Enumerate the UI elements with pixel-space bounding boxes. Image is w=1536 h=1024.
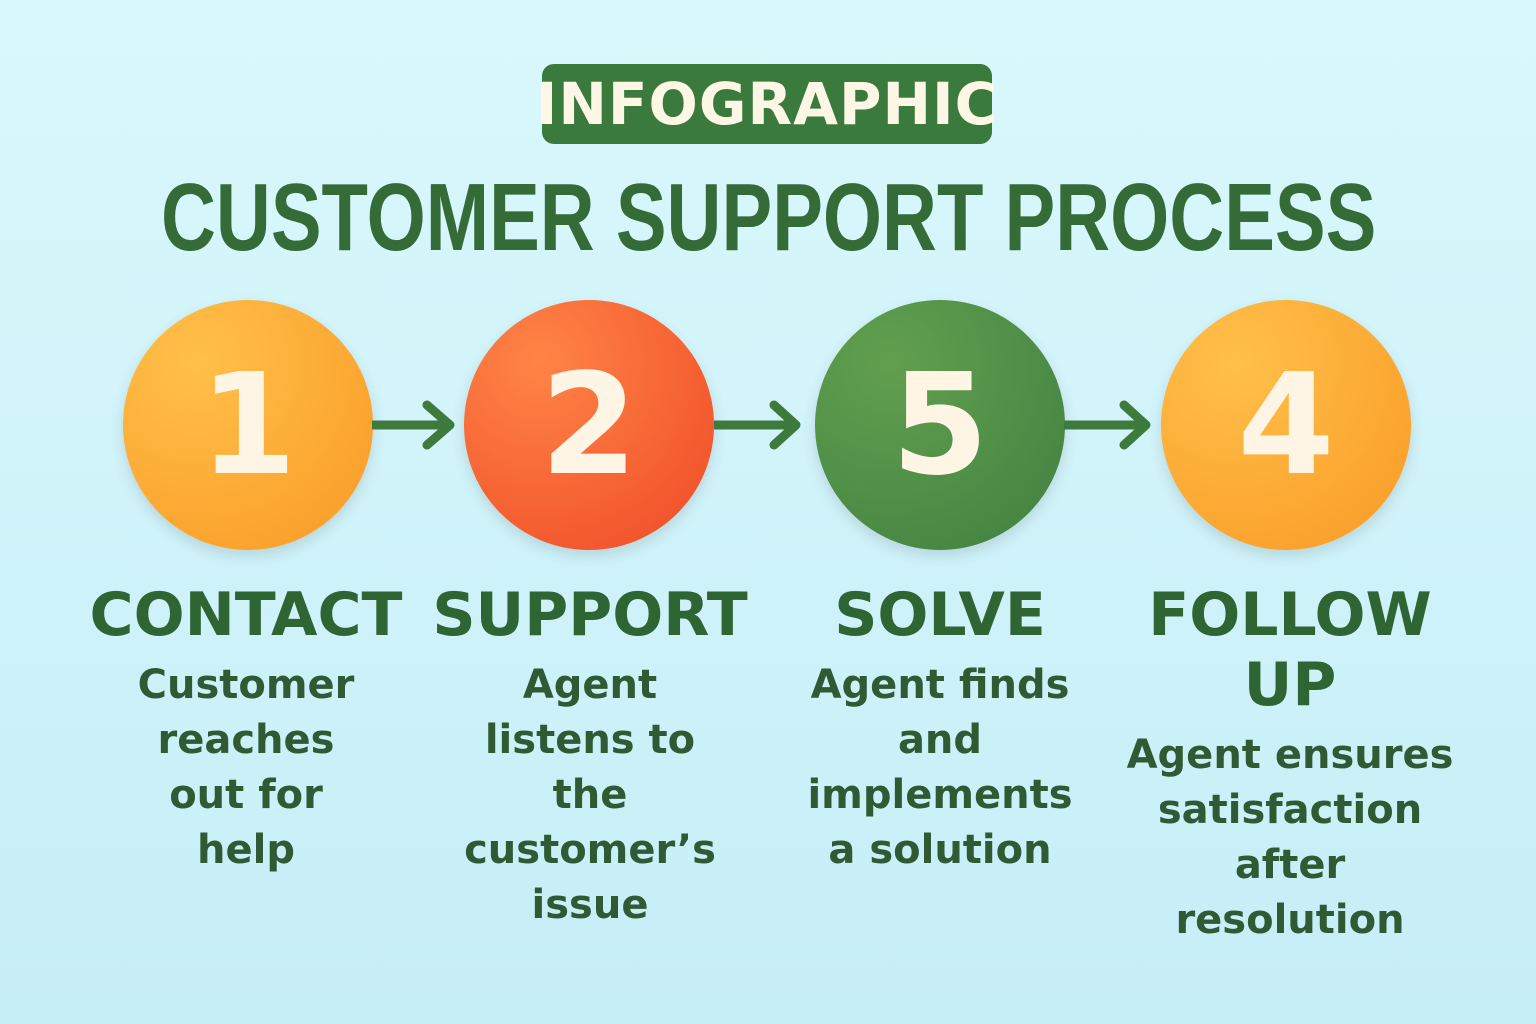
step-4-circle: 4: [1161, 300, 1411, 550]
page-title: CUSTOMER SUPPORT PROCESS: [160, 164, 1376, 271]
step-description: Agent ensures satisfaction after resolut…: [1126, 732, 1454, 943]
arrow-right-icon: [372, 400, 455, 450]
arrow-right-icon: [714, 400, 801, 450]
step-3-circle: 5: [815, 300, 1065, 550]
step-heading: SUPPORT: [432, 580, 748, 650]
arrow-right-icon: [1064, 400, 1151, 450]
step-support: SUPPORT Agent listens to the customer’s i…: [420, 580, 760, 933]
step-description: Customer reaches out for help: [137, 662, 355, 873]
step-solve: SOLVE Agent finds and implements a soluti…: [770, 580, 1110, 878]
step-1-circle: 1: [123, 300, 373, 550]
infographic-badge: INFOGRAPHIC: [536, 64, 997, 144]
step-contact: CONTACT Customer reaches out for help: [76, 580, 416, 878]
step-heading: FOLLOW UP: [1148, 580, 1432, 720]
step-heading: CONTACT: [89, 580, 403, 650]
step-description: Agent listens to the customer’s issue: [464, 662, 716, 928]
step-description: Agent finds and implements a solution: [807, 662, 1073, 873]
step-2-circle: 2: [464, 300, 714, 550]
step-heading: SOLVE: [834, 580, 1046, 650]
